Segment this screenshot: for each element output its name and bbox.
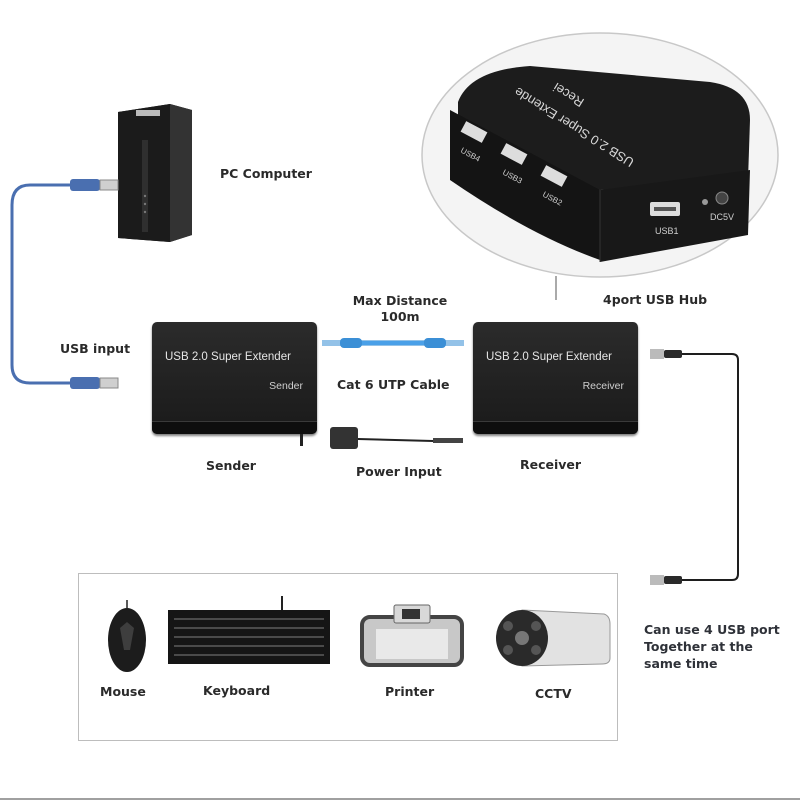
usage-note: Can use 4 USB port Together at the same … xyxy=(644,621,780,672)
usb-input-label: USB input xyxy=(60,341,131,356)
closeup-port-usb1 xyxy=(650,202,680,216)
closeup-box-left-face xyxy=(450,110,600,260)
usage-note-line3: same time xyxy=(644,656,718,671)
power-adapter-icon xyxy=(330,427,463,449)
receiver-label: Receiver xyxy=(520,457,582,472)
closeup-dc-jack xyxy=(715,191,729,205)
cctv-camera-icon xyxy=(496,609,611,667)
sender-device: USB 2.0 Super Extender Sender xyxy=(152,322,317,434)
closeup-port-usb2 xyxy=(540,165,568,187)
usb-plug-icon xyxy=(70,179,119,191)
usb-cable-receiver-to-devices xyxy=(650,349,739,585)
closeup-led xyxy=(702,199,708,205)
keyboard-icon xyxy=(168,596,330,664)
usb-plug-icon xyxy=(70,377,119,389)
bottom-border xyxy=(0,798,800,800)
usb-plug-icon xyxy=(650,575,682,585)
usage-note-line1: Can use 4 USB port xyxy=(644,622,780,637)
pc-tower-icon xyxy=(118,104,192,242)
usb-plug-icon xyxy=(650,349,682,359)
receiver-closeup: USB 2.0 Super Extende Recei USB4 USB3 US… xyxy=(421,32,779,300)
receiver-title: USB 2.0 Super Extender xyxy=(486,351,612,363)
usb-cable-pc-to-sender xyxy=(10,179,119,389)
closeup-port-label: DC5V xyxy=(710,212,734,222)
sender-title: USB 2.0 Super Extender xyxy=(165,351,291,363)
mouse-icon xyxy=(108,600,146,672)
sender-cable-stub xyxy=(300,434,303,446)
printer-icon xyxy=(360,604,464,667)
hub-label: 4port USB Hub xyxy=(603,292,708,307)
closeup-port-label: USB1 xyxy=(655,226,679,236)
closeup-port-usb4 xyxy=(460,121,488,143)
closeup-port-usb3 xyxy=(500,143,528,165)
usage-note-line2: Together at the xyxy=(644,639,753,654)
cat6-cable-icon xyxy=(322,338,464,348)
pc-computer-label: PC Computer xyxy=(220,166,312,181)
device-label-printer: Printer xyxy=(385,684,435,699)
device-label-cctv: CCTV xyxy=(535,686,572,701)
power-input-label: Power Input xyxy=(356,464,442,479)
device-label-mouse: Mouse xyxy=(100,684,146,699)
max-distance-line2: 100m xyxy=(380,309,420,324)
receiver-subtitle: Receiver xyxy=(582,380,624,392)
device-label-keyboard: Keyboard xyxy=(203,683,271,698)
sender-subtitle: Sender xyxy=(269,380,303,392)
receiver-device: USB 2.0 Super Extender Receiver xyxy=(473,322,638,434)
max-distance-label: Max Distance 100m xyxy=(340,293,460,325)
max-distance-line1: Max Distance xyxy=(352,293,448,308)
cable-label: Cat 6 UTP Cable xyxy=(337,377,450,392)
sender-label: Sender xyxy=(206,458,256,473)
